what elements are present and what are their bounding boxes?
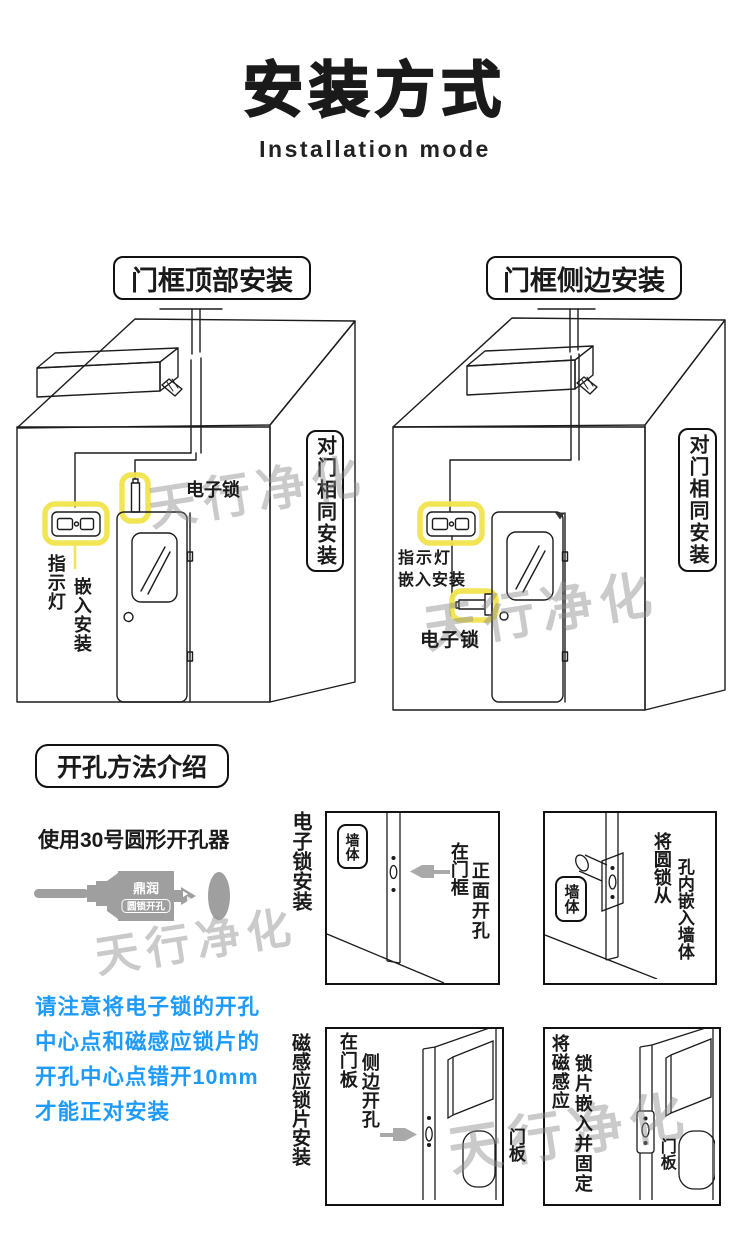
drill-label-text: 圆锁开孔 [127,901,166,913]
hole-saw-drill-icon: 鼎润 圆锁开孔 [34,871,230,921]
magnet-strike-plate [636,1110,655,1154]
power-box [36,347,183,398]
electronic-lock-highlight [119,472,151,524]
drilled-hole-ellipse-icon [208,872,230,920]
door-frame-strip [386,813,401,964]
panel2-text-col1: 将圆锁从 [651,832,672,904]
page-subtitle-en: Installation mode [259,136,491,162]
door-3d [422,1029,497,1200]
panel2-text-col2: 孔内嵌入墙体 [674,858,694,960]
door-tag-panel3: 门板 [505,1128,525,1162]
round-lock-cylinder [575,854,608,882]
panel1-drawing [327,813,450,983]
wall-strip [601,813,624,961]
indicator-light-highlight [42,501,110,570]
indicator-light-icon [426,511,476,537]
label-electronic-lock-right: 电子锁 [420,630,481,651]
wiring [74,308,223,508]
door-tag-panel4: 门板 [657,1138,675,1170]
page-title: 安装方式 [242,56,507,125]
step-panel-3 [325,1027,504,1206]
note-line-1: 请注意将电子锁的开孔 [35,995,261,1019]
note-line-2: 中心点和磁感应锁片的 [35,1030,261,1054]
power-box [466,345,598,396]
heading-side-install: 门框侧边安装 [486,256,682,300]
label-embed-left: 嵌入安装 [71,577,92,653]
same-install-tag-left: 对门相同安装 [306,430,344,572]
panel1-text-col2: 正面开孔 [469,861,490,941]
indicator-light-highlight [417,501,485,546]
heading-hole-method: 开孔方法介绍 [35,744,229,788]
wall-tag-panel2: 墙体 [555,876,587,922]
row1-label-lock-install: 电子锁安装 [289,811,311,911]
row2-label-magnet-install: 磁感应锁片安装 [288,1033,310,1166]
electronic-lock-icon [130,478,141,513]
room-box [392,317,726,711]
heading-top-install: 门框顶部安装 [113,256,311,300]
step-panel-4 [543,1027,721,1206]
diagram-top-install [16,308,356,703]
indicator-light-icon [51,511,101,537]
label-indicator-left: 指示灯 [45,554,66,611]
hole-tool-note: 使用30号圆形开孔器 [38,829,230,852]
floor-line [327,933,445,983]
drill-arrow-icon [410,865,450,878]
wiring [449,308,596,599]
room-box [16,318,356,703]
panel3-text-col2: 侧边开孔 [359,1053,380,1129]
same-install-tag-right: 对门相同安装 [678,428,717,572]
note-line-3: 开孔中心点错开10mm [35,1065,259,1089]
blue-note: 请注意将电子锁的开孔 中心点和磁感应锁片的 开孔中心点错开10mm 才能正对安装 [35,990,260,1130]
floor-line [545,934,658,979]
diagram-side-install [392,308,726,711]
door [116,511,194,703]
panel2-drawing [545,813,658,979]
wall-tag-panel1: 墙体 [337,824,368,869]
door [491,511,569,703]
note-line-4: 才能正对安装 [35,1100,171,1124]
drill-brand-text: 鼎润 [133,881,159,896]
electronic-lock-icon [455,593,493,616]
drill-arrow-icon [380,1128,417,1141]
panel3-drawing [380,1029,497,1200]
panel4-text-col1: 将磁感应 [549,1034,570,1110]
label-embed-right: 嵌入安装 [398,572,467,589]
label-indicator-right: 指示灯 [398,550,453,567]
panel4-drawing [636,1029,715,1200]
panel3-text-col1: 在门板 [337,1032,358,1089]
panel4-text-col2: 锁片嵌入并固定 [572,1054,593,1194]
panel1-text-col1: 在门框 [448,842,469,896]
label-electronic-lock-left: 电子锁 [186,480,240,500]
electronic-lock-highlight [449,588,499,623]
